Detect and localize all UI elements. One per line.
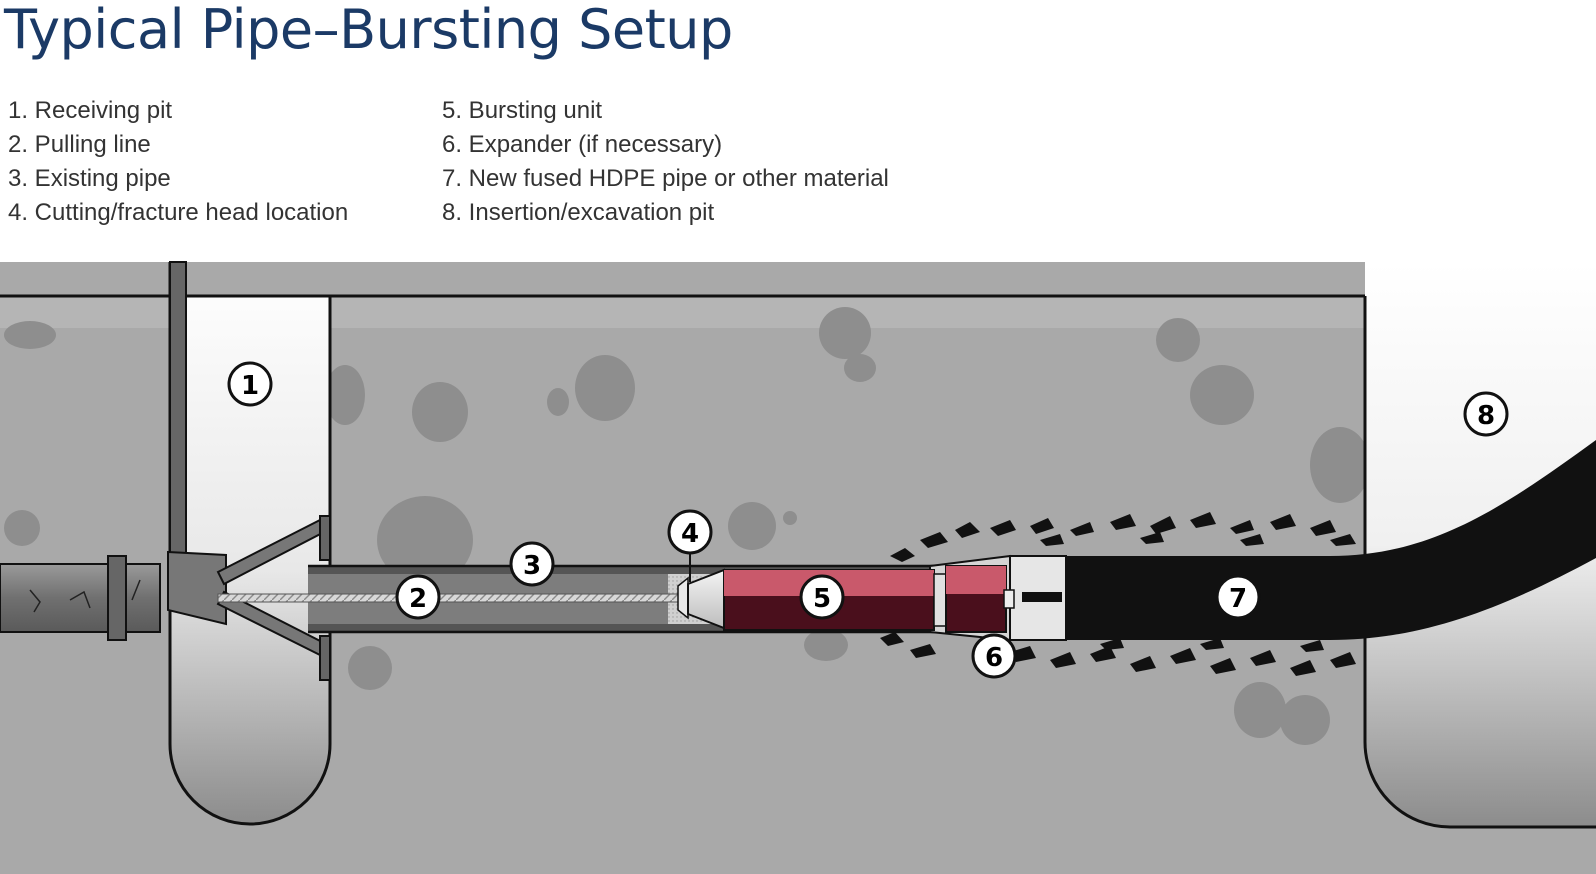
svg-text:5: 5 <box>813 584 831 614</box>
svg-text:7: 7 <box>1229 584 1247 614</box>
legend-item-pulling-line: 2. Pulling line <box>8 131 151 158</box>
legend-item-bursting-unit: 5. Bursting unit <box>442 97 603 124</box>
page-title: Typical Pipe–Bursting Setup <box>4 0 733 61</box>
legend-item-expander: 6. Expander (if necessary) <box>442 131 723 158</box>
winch-frame <box>167 261 331 681</box>
svg-text:6: 6 <box>985 643 1003 673</box>
pulling-line <box>217 593 679 603</box>
callout-7: 7 <box>1215 574 1261 620</box>
callout-6: 6 <box>971 633 1017 679</box>
legend-item-existing-pipe: 3. Existing pipe <box>8 165 171 192</box>
legend-list-left: 1. Receiving pit 2. Pulling line 3. Exis… <box>8 94 348 230</box>
new-pipe <box>1062 440 1596 640</box>
legend-item-cutting-head: 4. Cutting/fracture head location <box>8 199 349 226</box>
bursting-unit <box>723 565 1015 633</box>
legend-item-receiving-pit: 1. Receiving pit <box>8 97 173 124</box>
svg-text:3: 3 <box>523 551 541 581</box>
callout-4: 4 <box>667 509 713 582</box>
svg-text:1: 1 <box>241 371 259 401</box>
svg-text:4: 4 <box>681 519 699 549</box>
legend-item-insertion-pit: 8. Insertion/excavation pit <box>442 199 715 226</box>
callout-1: 1 <box>227 361 273 407</box>
svg-text:2: 2 <box>409 584 427 614</box>
callout-2: 2 <box>395 574 441 620</box>
callout-3: 3 <box>509 541 555 587</box>
legend-item-new-pipe: 7. New fused HDPE pipe or other material <box>442 165 889 192</box>
rocks <box>4 307 1370 745</box>
receiving-pit <box>168 262 332 826</box>
existing-pipe-left <box>0 555 161 641</box>
callout-5: 5 <box>799 574 845 620</box>
fracture-debris <box>880 512 1356 676</box>
cutting-head <box>677 568 725 630</box>
svg-text:8: 8 <box>1477 401 1495 431</box>
legend-list-right: 5. Bursting unit 6. Expander (if necessa… <box>442 94 889 230</box>
callout-8: 8 <box>1463 391 1509 437</box>
